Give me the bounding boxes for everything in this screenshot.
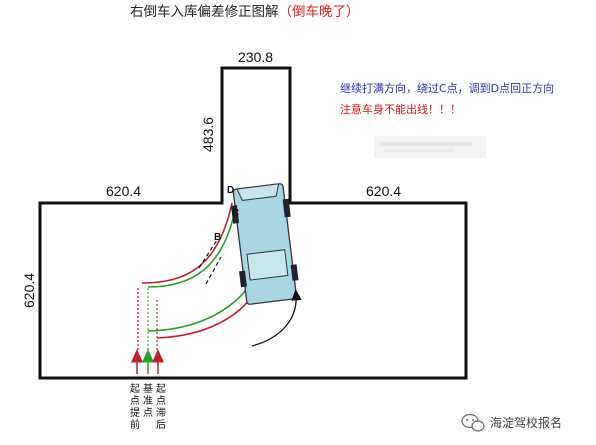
trajectory-dash-a [198, 239, 218, 269]
blurred-smudge [374, 136, 486, 158]
left-width-label: 620.4 [106, 183, 141, 199]
wheel-front-left [230, 205, 240, 224]
svg-text:点: 点 [156, 395, 166, 407]
trajectory-upper-green [147, 204, 237, 288]
label-start-late: 起 点 滞 后 [156, 383, 166, 431]
svg-text:点: 点 [143, 407, 153, 419]
svg-text:提: 提 [130, 407, 140, 419]
watermark-text: 海淀驾校报名 [490, 415, 562, 430]
title-highlight: （倒车晚了） [279, 3, 360, 20]
svg-text:起: 起 [156, 383, 166, 395]
trajectory-lower-green [147, 281, 253, 332]
trajectory-dash-b [205, 256, 222, 285]
label-start-early: 起 点 提 前 [130, 383, 140, 431]
garage-depth-label: 483.6 [200, 117, 216, 152]
svg-text:起: 起 [130, 383, 140, 395]
note-warning: 注意车身不能出线！！！ [340, 102, 461, 116]
wechat-icon [461, 413, 485, 432]
point-c-label: C [232, 208, 239, 219]
page-title: 右倒车入库偏差修正图解（倒车晚了） [130, 3, 360, 20]
watermark: 海淀驾校报名 [461, 413, 562, 432]
wheel-rear-right [290, 264, 299, 281]
svg-text:准: 准 [143, 395, 153, 407]
road-width-label: 620.4 [21, 273, 37, 308]
svg-text:点: 点 [130, 395, 140, 407]
lot-outline [38, 66, 468, 380]
svg-text:滞: 滞 [156, 407, 166, 419]
garage-width-label: 230.8 [238, 49, 273, 65]
trajectory-lower-red [156, 287, 259, 339]
car-rear-window [246, 249, 289, 281]
note-instruction: 继续打满方向，绕过C点，调到D点回正方向 [340, 81, 554, 95]
svg-text:基: 基 [143, 382, 153, 395]
wheel-rear-left [239, 270, 247, 288]
label-base-point: 基 准 点 [143, 382, 153, 419]
title-main: 右倒车入库偏差修正图解 [130, 3, 279, 20]
point-d-label: D [227, 185, 234, 196]
point-b-label: B [214, 232, 221, 243]
svg-text:后: 后 [156, 419, 166, 431]
car-hood [236, 183, 280, 201]
wheel-front-right [282, 198, 291, 218]
right-width-label: 620.4 [366, 183, 401, 199]
car [230, 183, 299, 305]
trajectory-upper-red [141, 202, 233, 284]
steering-arrow [251, 288, 302, 347]
svg-text:前: 前 [130, 418, 140, 431]
